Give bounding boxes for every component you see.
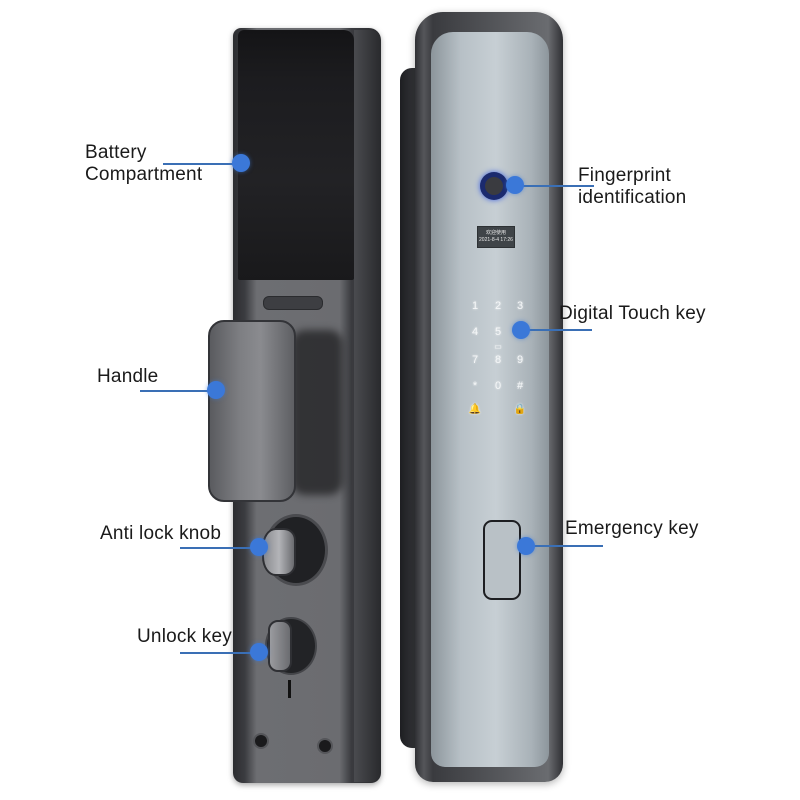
callout-handle-dot xyxy=(207,381,225,399)
lock-icon: 🔒 xyxy=(513,404,527,415)
callout-handle-line xyxy=(140,390,214,392)
fingerprint-sensor-pad xyxy=(485,177,503,195)
callout-battery-line xyxy=(163,163,241,165)
status-screen: 欢迎使用 2021-8-4 17:26 xyxy=(477,226,515,248)
anti-lock-knob xyxy=(262,528,296,576)
unlock-indicator-slit xyxy=(288,680,291,698)
callout-anti-lock-dot xyxy=(250,538,268,556)
callout-unlock-label: Unlock key xyxy=(137,626,232,647)
card-reader-icon: ▭ xyxy=(494,342,502,351)
callout-emergency-dot xyxy=(517,537,535,555)
screen-line-1: 欢迎使用 xyxy=(485,230,506,236)
exterior-lock-face xyxy=(431,32,549,767)
interior-lock-side xyxy=(354,30,380,782)
callout-fingerprint-line-2: identification xyxy=(578,187,687,208)
callout-emergency-label: Emergency key xyxy=(565,518,699,539)
handle-slot xyxy=(263,296,323,310)
key-8: 8 xyxy=(494,354,502,366)
callout-handle-label: Handle xyxy=(97,366,159,387)
screen-line-2: 2021-8-4 17:26 xyxy=(479,237,513,243)
callout-fingerprint-label: Fingerprint identification xyxy=(578,165,686,209)
key-1: 1 xyxy=(471,300,479,312)
key-0: 0 xyxy=(494,380,502,392)
key-5: 5 xyxy=(494,326,502,338)
callout-battery-line-1: Battery xyxy=(85,142,147,163)
key-3: 3 xyxy=(516,300,524,312)
key-2: 2 xyxy=(494,300,502,312)
key-4: 4 xyxy=(471,326,479,338)
callout-anti-lock-label: Anti lock knob xyxy=(100,523,222,544)
key-9: 9 xyxy=(516,354,524,366)
key-hash: # xyxy=(516,380,524,392)
screw-icon xyxy=(253,733,269,749)
callout-battery-line-2: Compartment xyxy=(85,164,203,185)
callout-emergency-line xyxy=(533,545,603,547)
key-star: * xyxy=(472,380,478,392)
callout-unlock-dot xyxy=(250,643,268,661)
unlock-key-thumbturn xyxy=(268,620,292,672)
callout-touch-line xyxy=(526,329,592,331)
handle-shadow xyxy=(291,330,343,495)
callout-fingerprint-dot xyxy=(506,176,524,194)
emergency-key-cover xyxy=(483,520,521,600)
key-7: 7 xyxy=(471,354,479,366)
handle xyxy=(208,320,296,502)
battery-compartment xyxy=(238,30,354,280)
callout-unlock-line xyxy=(180,652,258,654)
callout-battery-dot xyxy=(232,154,250,172)
callout-touch-dot xyxy=(512,321,530,339)
callout-fingerprint-line-1: Fingerprint xyxy=(578,165,672,186)
callout-fingerprint-line xyxy=(518,185,594,187)
callout-battery-label: Battery Compartment xyxy=(85,142,202,186)
callout-touch-label: Digital Touch key xyxy=(559,303,706,324)
screw-icon xyxy=(317,738,333,754)
callout-anti-lock-line xyxy=(180,547,258,549)
doorbell-icon: 🔔 xyxy=(468,404,482,415)
